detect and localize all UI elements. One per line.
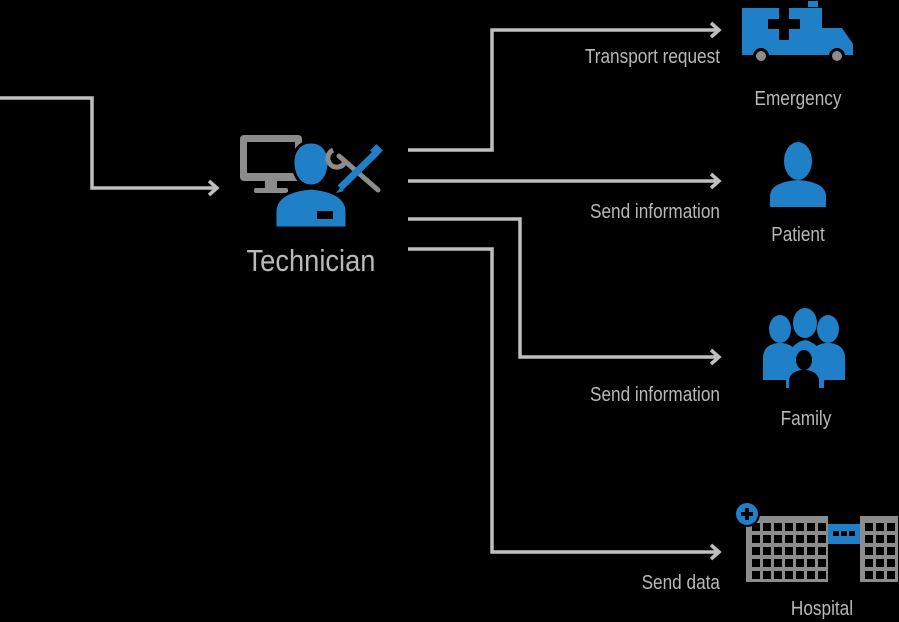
hospital-window — [785, 547, 793, 555]
hospital-window — [818, 523, 826, 531]
hospital-window — [785, 571, 793, 579]
hospital-window — [807, 571, 815, 579]
arrowhead-hospital — [709, 543, 722, 561]
hospital-window — [774, 535, 782, 543]
hospital-window — [763, 535, 771, 543]
tools-icon — [325, 144, 383, 193]
hospital-window — [876, 535, 884, 543]
hospital-window — [796, 571, 804, 579]
hospital-window — [876, 571, 884, 579]
family-icon — [763, 308, 845, 388]
arrowhead-emergency — [709, 21, 722, 39]
hospital-window — [763, 523, 771, 531]
technician-person-icon — [273, 140, 349, 230]
hospital-window — [865, 547, 873, 555]
hospital-window — [807, 535, 815, 543]
hospital-window — [796, 523, 804, 531]
hospital-window — [774, 559, 782, 567]
hospital-window — [818, 559, 826, 567]
edge-label-emergency: Transport request — [584, 46, 720, 68]
hospital-window — [774, 547, 782, 555]
hospital-window — [818, 535, 826, 543]
hospital-window — [763, 571, 771, 579]
hospital-window — [876, 559, 884, 567]
incoming-connector — [0, 96, 216, 190]
arrowhead-family — [709, 348, 722, 366]
hub-label: Technician — [246, 243, 376, 278]
hospital-window — [796, 547, 804, 555]
hospital-window — [763, 559, 771, 567]
patient-icon — [770, 142, 826, 207]
hospital-window — [876, 523, 884, 531]
hospital-window — [818, 571, 826, 579]
connector-family — [408, 217, 718, 359]
hospital-window — [865, 523, 873, 531]
target-label-patient: Patient — [771, 224, 825, 246]
hospital-window — [752, 571, 760, 579]
hospital-window — [807, 559, 815, 567]
hospital-window — [887, 571, 895, 579]
hospital-window — [865, 535, 873, 543]
hospital-icon — [734, 501, 898, 582]
hospital-window — [796, 535, 804, 543]
connector-hospital — [408, 247, 718, 554]
hospital-window — [774, 523, 782, 531]
edge-label-family: Send information — [589, 384, 720, 406]
hospital-window — [763, 547, 771, 555]
hospital-window — [796, 559, 804, 567]
hospital-window — [752, 535, 760, 543]
hospital-window — [752, 559, 760, 567]
hospital-window — [785, 559, 793, 567]
hospital-window — [807, 547, 815, 555]
ambulance-icon — [742, 1, 853, 64]
hospital-window — [818, 547, 826, 555]
connector-emergency — [408, 28, 718, 152]
hospital-window — [887, 547, 895, 555]
arrowhead-patient — [709, 172, 722, 190]
monitor-icon — [240, 135, 302, 193]
hospital-window — [887, 523, 895, 531]
hospital-window — [876, 547, 884, 555]
hospital-window — [887, 535, 895, 543]
target-label-family: Family — [780, 408, 832, 430]
target-label-emergency: Emergency — [754, 88, 842, 110]
hospital-window — [865, 559, 873, 567]
hospital-window — [752, 547, 760, 555]
hospital-window — [774, 571, 782, 579]
hospital-window — [807, 523, 815, 531]
target-label-hospital: Hospital — [790, 598, 854, 620]
edge-label-hospital: Send data — [641, 572, 720, 594]
hospital-window — [887, 559, 895, 567]
hospital-window — [865, 571, 873, 579]
hospital-window — [785, 535, 793, 543]
hospital-window — [785, 523, 793, 531]
incoming-arrowhead — [207, 179, 220, 197]
edge-label-patient: Send information — [589, 201, 720, 223]
hospital-window — [752, 523, 760, 531]
